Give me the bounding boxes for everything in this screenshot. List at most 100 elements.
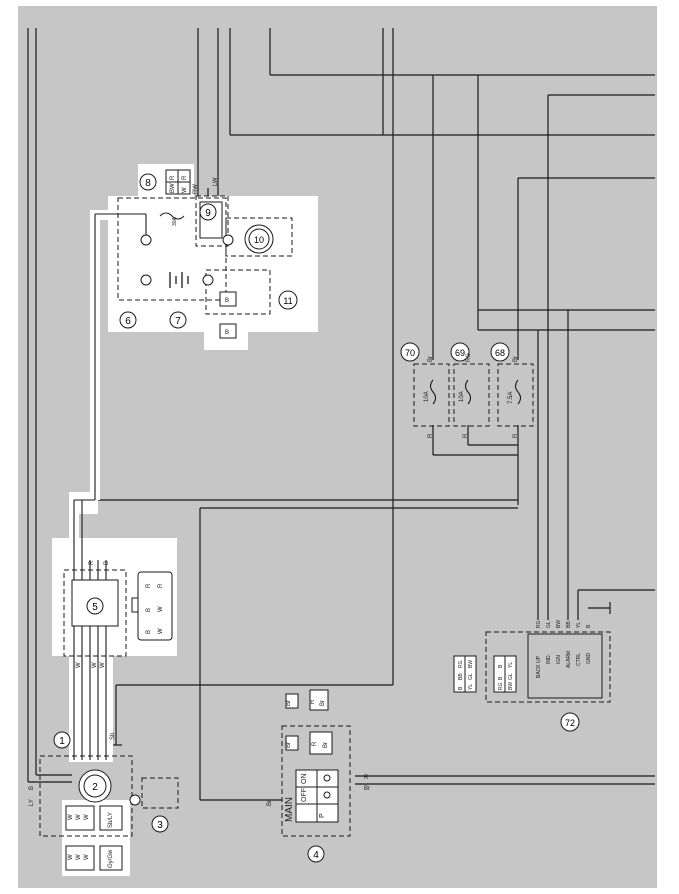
- svg-text:Gy/Gw: Gy/Gw: [108, 849, 114, 868]
- box-4: [281, 725, 351, 837]
- pin-ctrl: CTRL: [576, 653, 582, 666]
- svg-text:5: 5: [92, 602, 98, 613]
- svg-text:2: 2: [92, 782, 98, 793]
- module-72-labels: BACK UP IND. IGN ALARM CTRL GND RG GL BW…: [458, 620, 592, 690]
- pin-back-up: BACK UP: [536, 655, 542, 678]
- battery-symbol: [169, 272, 189, 288]
- svg-text:RW: RW: [193, 184, 199, 194]
- callout-11: 11: [278, 290, 298, 310]
- fuse-70-rating: 10A: [424, 391, 430, 402]
- svg-text:69: 69: [455, 348, 465, 358]
- connector-c72: [453, 655, 517, 693]
- svg-text:LW: LW: [213, 177, 219, 186]
- svg-text:BW: BW: [468, 660, 474, 668]
- callout-70: 70: [400, 342, 420, 362]
- callout-10: 10: [254, 235, 264, 245]
- callout-5: 5: [86, 597, 104, 615]
- connector-c1: [65, 805, 123, 871]
- svg-text:W: W: [158, 628, 164, 634]
- callout-4: 4: [307, 845, 325, 863]
- fuse-70-bottom-wire: R: [428, 433, 434, 438]
- svg-text:W: W: [68, 814, 74, 820]
- component-2-inner: [83, 774, 107, 798]
- svg-text:B: B: [146, 608, 152, 612]
- callout-7: 7: [169, 311, 187, 329]
- position-p: P: [319, 813, 326, 818]
- svg-text:W: W: [76, 854, 82, 860]
- svg-text:GL: GL: [468, 673, 474, 680]
- svg-text:B: B: [458, 686, 464, 690]
- fuse-69-rating: 10A: [459, 391, 465, 402]
- svg-text:W: W: [76, 662, 82, 668]
- main-switch-labels: MAIN ON OFF P R Br: [284, 774, 370, 823]
- wire-bb: BB: [566, 621, 572, 628]
- connector-labels: R R BW W R R B W B W B B R Br R Br Br Br…: [68, 175, 329, 868]
- fuse-68-bottom-wire: R: [513, 433, 519, 438]
- position-off: OFF: [301, 788, 308, 802]
- terminals: [129, 234, 234, 806]
- callout-6: 6: [119, 311, 137, 329]
- svg-text:YL: YL: [508, 662, 514, 668]
- svg-text:R: R: [158, 583, 164, 588]
- svg-text:70: 70: [405, 348, 415, 358]
- svg-text:B: B: [498, 676, 504, 680]
- svg-text:Br: Br: [320, 700, 326, 706]
- svg-text:W: W: [76, 814, 82, 820]
- connector-c4: [285, 689, 333, 755]
- svg-text:72: 72: [565, 718, 575, 728]
- svg-text:Sb: Sb: [110, 732, 116, 740]
- fuse-68-rating: 7.5A: [508, 392, 514, 404]
- svg-text:BB: BB: [458, 673, 464, 680]
- fuse-69-bottom-wire: R: [463, 433, 469, 438]
- svg-text:6: 6: [125, 316, 131, 327]
- connector-c5: [131, 571, 173, 641]
- svg-text:B: B: [104, 561, 110, 565]
- callout-69: 69: [450, 342, 470, 362]
- fuse-labels: 10A 10A 7.5A Br RG Br R R R: [424, 353, 519, 438]
- callouts: 1 2 3 4 5 6 7 8 9 10 11 70 69 68 72: [53, 173, 580, 863]
- svg-text:1: 1: [59, 736, 65, 747]
- box-f68: [497, 363, 534, 427]
- box-3: [141, 777, 179, 809]
- svg-text:YL: YL: [468, 684, 474, 690]
- pin-ign: IGN: [556, 655, 562, 664]
- svg-text:10: 10: [254, 235, 264, 245]
- box-6-7: [117, 197, 227, 301]
- box-72: [485, 631, 611, 703]
- svg-text:R: R: [182, 175, 188, 180]
- box-11: [205, 269, 271, 315]
- box-5: [63, 569, 127, 657]
- connector-c8: [165, 169, 191, 195]
- svg-text:W: W: [84, 854, 90, 860]
- svg-text:R: R: [89, 560, 95, 565]
- connector-c11: [219, 291, 237, 339]
- box-f69: [453, 363, 490, 427]
- callout-72: 72: [560, 712, 580, 732]
- svg-text:B: B: [225, 330, 229, 336]
- main-switch-title: MAIN: [284, 797, 295, 822]
- wires: [27, 28, 655, 801]
- svg-text:7: 7: [175, 316, 181, 327]
- main-switch-wire-br: Br: [364, 786, 370, 792]
- svg-text:R: R: [310, 699, 316, 704]
- svg-text:R: R: [170, 175, 176, 180]
- main-switch-wire-r: R: [364, 775, 369, 781]
- svg-text:11: 11: [283, 296, 292, 306]
- callout-68: 68: [490, 342, 510, 362]
- module-72-body: [527, 633, 603, 699]
- svg-text:Br: Br: [286, 700, 292, 706]
- position-on: ON: [301, 774, 308, 785]
- svg-text:B: B: [146, 630, 152, 634]
- svg-text:Br: Br: [323, 742, 329, 748]
- svg-text:9: 9: [205, 208, 211, 219]
- main-switch-table: [295, 769, 339, 823]
- svg-text:Br: Br: [286, 742, 292, 748]
- svg-text:3: 3: [157, 820, 163, 831]
- pin-gnd: GND: [586, 653, 592, 665]
- wire-rg: RG: [536, 620, 542, 628]
- svg-text:W: W: [92, 662, 98, 668]
- svg-text:B: B: [29, 786, 35, 790]
- svg-text:4: 4: [313, 850, 319, 861]
- diagram-panel: [18, 6, 657, 888]
